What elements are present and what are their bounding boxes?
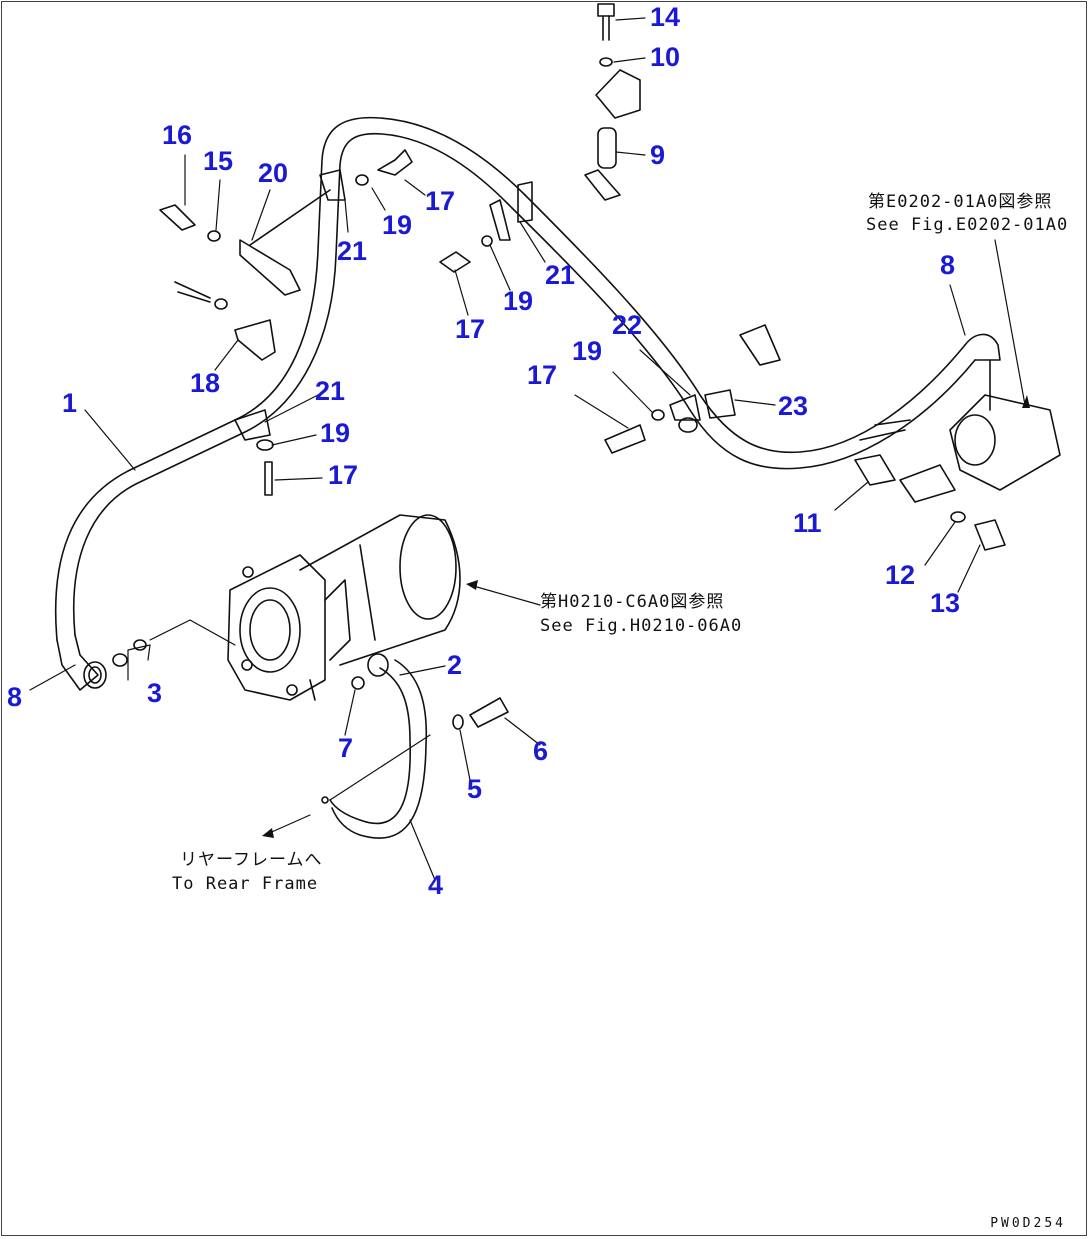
callout-13: 13 (930, 588, 961, 618)
callout-22: 22 (612, 310, 643, 340)
ref-h0210-jp: 第H0210-C6A0図参照 (540, 592, 725, 612)
callout-23: 23 (778, 391, 809, 421)
callout-9: 9 (650, 140, 666, 170)
leader-lines (29, 17, 1026, 881)
arrowheads (262, 395, 1030, 838)
callout-19: 19 (503, 286, 534, 316)
callout-21: 21 (315, 376, 346, 406)
ref-rear-frame-jp: リヤーフレームへ (180, 850, 323, 870)
callout-2: 2 (447, 650, 463, 680)
callout-19: 19 (382, 210, 413, 240)
callout-17: 17 (425, 186, 456, 216)
callout-6: 6 (533, 736, 549, 766)
callout-17: 17 (527, 360, 558, 390)
callout-8: 8 (940, 250, 956, 280)
ref-h0210-en: See Fig.H0210-06A0 (540, 616, 743, 636)
callout-20: 20 (258, 158, 289, 188)
callout-21: 21 (337, 236, 368, 266)
callout-10: 10 (650, 42, 681, 72)
cable-4 (321, 653, 428, 839)
callout-4: 4 (428, 870, 444, 900)
callout-1: 1 (62, 388, 78, 418)
callout-8: 8 (7, 682, 23, 712)
callout-14: 14 (650, 2, 681, 32)
callout-17: 17 (328, 460, 359, 490)
starter-motor (227, 514, 461, 701)
callout-11: 11 (793, 508, 822, 538)
callout-18: 18 (190, 368, 221, 398)
callout-16: 16 (162, 120, 193, 150)
drawing-code: PW0D254 (990, 1216, 1066, 1231)
callout-15: 15 (203, 146, 234, 176)
callout-19: 19 (320, 418, 351, 448)
callout-3: 3 (147, 678, 163, 708)
ref-rear-frame-en: To Rear Frame (172, 874, 319, 894)
callout-7: 7 (338, 733, 354, 763)
callout-12: 12 (885, 560, 916, 590)
ref-e0202-en: See Fig.E0202-01A0 (866, 215, 1069, 235)
callout-21: 21 (545, 260, 576, 290)
callout-5: 5 (467, 774, 483, 804)
callout-17: 17 (455, 314, 486, 344)
cable-8 (511, 194, 1001, 470)
cable-1 (54, 116, 526, 691)
fasteners (112, 3, 1061, 730)
callout-19: 19 (572, 336, 603, 366)
ref-e0202-jp: 第E0202-01A0図参照 (868, 192, 1053, 212)
